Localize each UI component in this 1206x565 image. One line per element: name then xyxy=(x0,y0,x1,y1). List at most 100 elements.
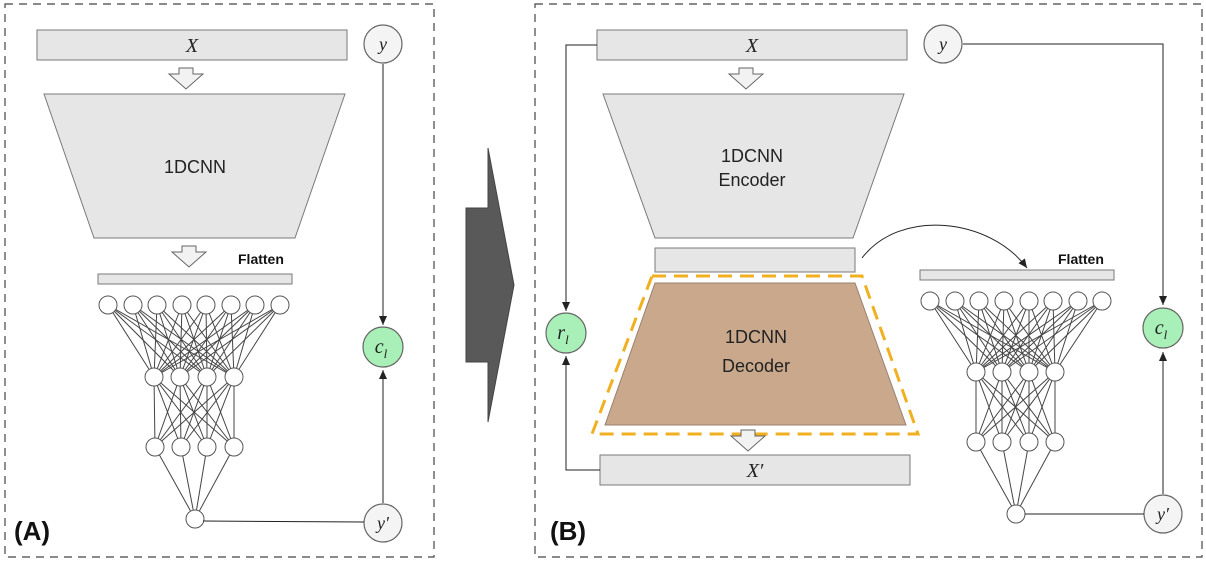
panel-b-mlp-neuron xyxy=(1043,291,1063,311)
panel-a-mlp-edge xyxy=(107,304,208,378)
panel-a-mlp-edge xyxy=(132,304,208,378)
panel-b-mlp-edge xyxy=(954,300,1030,373)
panel-a-mlp-neuron xyxy=(197,367,217,387)
panel-a-mlp-edge xyxy=(179,304,232,378)
panel-b-mlp-edge xyxy=(975,300,1079,373)
panel-b-mlp-edge xyxy=(1028,371,1056,443)
panel-b-mlp-neuron xyxy=(992,432,1012,452)
panel-b-down-arrow-1 xyxy=(727,67,765,90)
panel-b-mlp-edge xyxy=(978,300,1030,373)
panel-a-mlp-neuron xyxy=(245,295,265,315)
panel-a-mlp-edge xyxy=(206,304,232,378)
panel-a-output-to-pred-line xyxy=(202,520,365,523)
panel-b-down-arrow-2 xyxy=(729,429,767,452)
panel-b-mlp-edge xyxy=(1028,300,1079,373)
panel-a-loss-main: c xyxy=(375,336,384,358)
panel-a-mlp-edge xyxy=(154,376,181,448)
panel-b-target-label: y xyxy=(937,34,947,54)
panel-a-mlp-edge xyxy=(154,446,196,520)
panel-b-mlp-neuron xyxy=(1068,291,1088,311)
panel-b-mlp-neuron xyxy=(994,291,1014,311)
panel-b-flatten-label: Flatten xyxy=(1058,251,1104,267)
panel-a-mlp-edge xyxy=(233,304,281,378)
panel-a-cnn-label: 1DCNN xyxy=(164,157,226,177)
panel-a-mlp-edge xyxy=(233,304,256,378)
panel-b-loss-node xyxy=(1142,307,1184,349)
panel-a-mlp-edge xyxy=(206,304,256,378)
panel-a-mlp-neuron xyxy=(170,367,190,387)
panel-a-mlp-edge xyxy=(153,304,232,378)
panel-b-mlp-edge xyxy=(1028,300,1056,373)
panel-b-mlp-edge xyxy=(975,371,1003,443)
panel-b-mlp-edge xyxy=(929,300,977,373)
panel-b-flatten-bar xyxy=(919,269,1115,281)
panel-a-pred-label: y′ xyxy=(375,513,390,533)
panel-b-mlp-edge xyxy=(954,300,1056,373)
panel-a-mlp-edge xyxy=(180,446,196,520)
panel-b-mlp-edge xyxy=(975,300,1030,373)
panel-a-input-label: X xyxy=(185,35,199,57)
panel-a-pred-node xyxy=(363,503,403,543)
panel-a-mlp-edge xyxy=(156,304,208,378)
panel-a-mlp-edge xyxy=(181,304,235,378)
panel-b-mlp-edge xyxy=(1001,300,1103,373)
panel-a-mlp-edge xyxy=(180,376,235,448)
panel-a-mlp-neuron xyxy=(221,295,241,315)
panel-a-mlp-neuron xyxy=(147,295,167,315)
panel-a-mlp-edge xyxy=(107,304,155,378)
panel-a-mlp-neuron xyxy=(270,295,290,315)
panel-b-encoder-label-1: 1DCNN xyxy=(721,146,783,166)
panel-a-mlp-edge xyxy=(153,304,207,378)
panel-a-mlp-edge xyxy=(153,304,256,378)
panel-b-recon-loss-sub: l xyxy=(565,332,569,347)
panel-b-mlp-edge xyxy=(1028,300,1054,373)
panel-a-mlp-neuron xyxy=(98,295,118,315)
panel-a-mlp-neuron xyxy=(197,437,217,457)
panel-b-latent-block xyxy=(654,247,856,273)
panel-a-mlp xyxy=(98,295,290,529)
panel-a-input-block xyxy=(36,29,348,61)
panel-b-mlp-neuron xyxy=(966,432,986,452)
panel-b-mlp-neuron xyxy=(966,362,986,382)
panel-a-mlp-edge xyxy=(230,304,235,378)
panel-b-mlp-edge xyxy=(975,300,1054,373)
panel-a-mlp-neuron xyxy=(144,367,164,387)
panel-a-mlp-neuron xyxy=(123,295,143,315)
panel-b-mlp-edge xyxy=(1001,371,1056,443)
panel-b-mlp-edge xyxy=(929,300,1030,373)
panel-a-down-arrow-2 xyxy=(170,245,208,268)
panel-a-mlp-edge xyxy=(205,304,235,378)
panel-b-mlp-neuron xyxy=(1019,432,1039,452)
panel-b-mlp-edge xyxy=(975,441,1017,515)
panel-b-loss-sub: l xyxy=(1164,327,1168,342)
panel-b-pred-label: y′ xyxy=(1155,504,1170,524)
panel-b-mlp-neuron xyxy=(992,362,1012,382)
panel-b-mlp-neuron xyxy=(1045,362,1065,382)
panel-b-recon-block xyxy=(599,454,911,486)
panel-a-tag: (A) xyxy=(14,516,50,546)
panel-b-tag: (B) xyxy=(550,516,586,546)
panel-b-target-to-loss-arrow xyxy=(963,43,1167,305)
panel-b-target-node xyxy=(923,24,963,64)
panel-a-mlp-edge xyxy=(154,376,208,448)
panel-a-mlp-edge xyxy=(206,376,235,448)
panel-a-mlp-neuron xyxy=(171,437,191,457)
panel-b-recon-label: X′ xyxy=(746,460,764,482)
panel-b-encoder-block xyxy=(602,93,905,239)
panel-a-loss-label: cl xyxy=(375,336,388,361)
panel-b-input-label: X xyxy=(745,35,759,57)
panel-a-mlp-neuron xyxy=(196,295,216,315)
panel-b-mlp-edge xyxy=(975,300,980,373)
panel-b-mlp-edge xyxy=(1001,300,1030,373)
panel-b-mlp-edge xyxy=(1015,441,1056,515)
panel-b-mlp-neuron xyxy=(1092,291,1112,311)
panel-a-mlp-edge xyxy=(153,376,156,448)
panel-b-mlp-neuron xyxy=(1019,291,1039,311)
panel-a-mlp-neuron xyxy=(224,437,244,457)
panel-b-mlp-neuron xyxy=(920,291,940,311)
panel-a-target-node xyxy=(363,24,403,64)
panel-a-mlp-edge xyxy=(156,304,235,378)
panel-b-recon-loss-label: rl xyxy=(557,322,569,347)
panel-b-mlp-edge xyxy=(1054,300,1103,373)
